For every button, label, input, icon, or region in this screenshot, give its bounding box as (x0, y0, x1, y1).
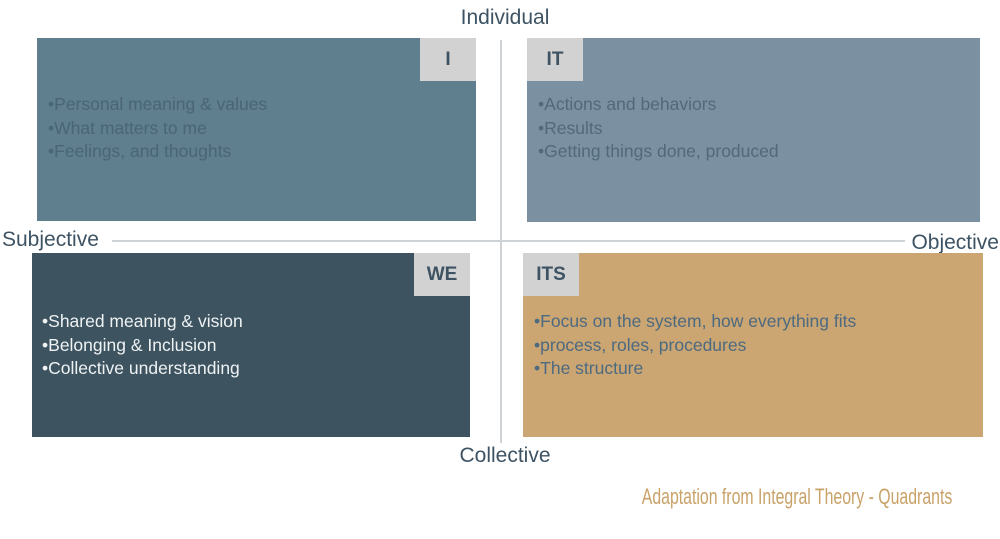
axis-label-collective: Collective (459, 444, 551, 467)
horizontal-axis-line (112, 240, 905, 242)
quadrant-its: ITS Focus on the system, how everything … (523, 253, 983, 437)
bullet-item: Shared meaning & vision (42, 310, 243, 334)
quadrant-tab-it: IT (527, 38, 583, 81)
quadrant-i: I Personal meaning & values What matters… (37, 38, 476, 221)
quadrant-its-list: Focus on the system, how everything fits… (534, 310, 856, 381)
bullet-item: What matters to me (48, 117, 267, 141)
quadrant-we: WE Shared meaning & vision Belonging & I… (32, 253, 470, 437)
quadrant-we-list: Shared meaning & vision Belonging & Incl… (42, 310, 243, 381)
quadrant-it: IT Actions and behaviors Results Getting… (527, 38, 980, 222)
bullet-item: Results (538, 117, 779, 141)
axis-label-subjective: Subjective (2, 228, 99, 251)
quadrant-i-list: Personal meaning & values What matters t… (48, 93, 267, 164)
quadrant-it-list: Actions and behaviors Results Getting th… (538, 93, 779, 164)
caption-attribution: Adaptation from Integral Theory - Quadra… (641, 484, 952, 509)
quadrant-tab-its: ITS (523, 253, 579, 296)
bullet-item: Feelings, and thoughts (48, 140, 267, 164)
quadrant-tab-we: WE (414, 253, 470, 296)
bullet-item: Focus on the system, how everything fits (534, 310, 856, 334)
bullet-item: Actions and behaviors (538, 93, 779, 117)
axis-label-individual: Individual (460, 6, 550, 29)
axis-label-objective: Objective (911, 231, 999, 254)
bullet-item: Getting things done, produced (538, 140, 778, 164)
bullet-item: Personal meaning & values (48, 93, 267, 117)
quadrant-tab-i: I (420, 38, 476, 81)
bullet-item: Collective understanding (42, 357, 243, 381)
bullet-item: The structure (534, 357, 856, 381)
bullet-item: Belonging & Inclusion (42, 334, 243, 358)
bullet-item: process, roles, procedures (534, 334, 856, 358)
